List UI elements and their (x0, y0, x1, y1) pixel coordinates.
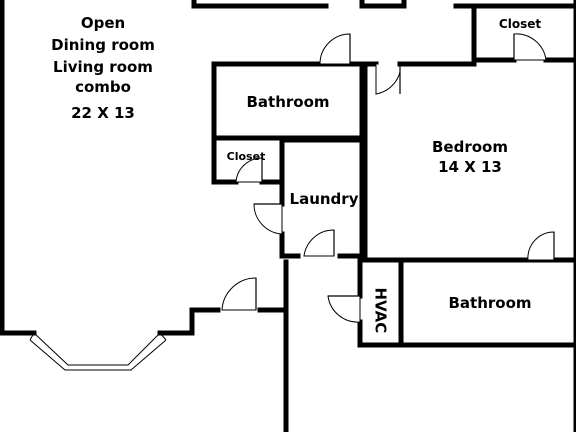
door-entry (221, 277, 257, 311)
bedroom-label: Bedroom (432, 138, 508, 156)
open-living-label-4: combo (75, 78, 131, 96)
right-closet-walls (471, 3, 576, 63)
door-upper-bath (319, 33, 351, 65)
open-living-label-1: Open (80, 14, 126, 32)
door-right-closet (513, 33, 547, 61)
door-bedroom-bath (527, 231, 555, 261)
bedroom-size: 14 X 13 (438, 158, 502, 176)
door-laundry-bottom (303, 229, 335, 257)
door-left-closet (235, 157, 263, 183)
lower-bathroom-label: Bathroom (448, 294, 532, 312)
open-living-size: 22 X 13 (71, 104, 135, 122)
door-laundry-side (253, 203, 283, 235)
laundry-label: Laundry (289, 190, 359, 208)
left-closet-label: Closet (226, 150, 266, 163)
open-living-label-2: Dining room (51, 36, 155, 54)
hvac-label: HVAC (371, 287, 390, 334)
top-wall-stubs (191, 0, 576, 9)
open-living-label-3: Living room (53, 58, 153, 76)
bay-window (29, 332, 167, 371)
door-hvac (327, 295, 361, 323)
right-closet-label: Closet (498, 17, 542, 31)
hvac-walls (357, 257, 576, 348)
open-living-walls (0, 0, 287, 336)
upper-bathroom-label: Bathroom (246, 93, 330, 111)
hallway-walls (281, 0, 576, 432)
door-bedroom-entry (375, 64, 401, 95)
